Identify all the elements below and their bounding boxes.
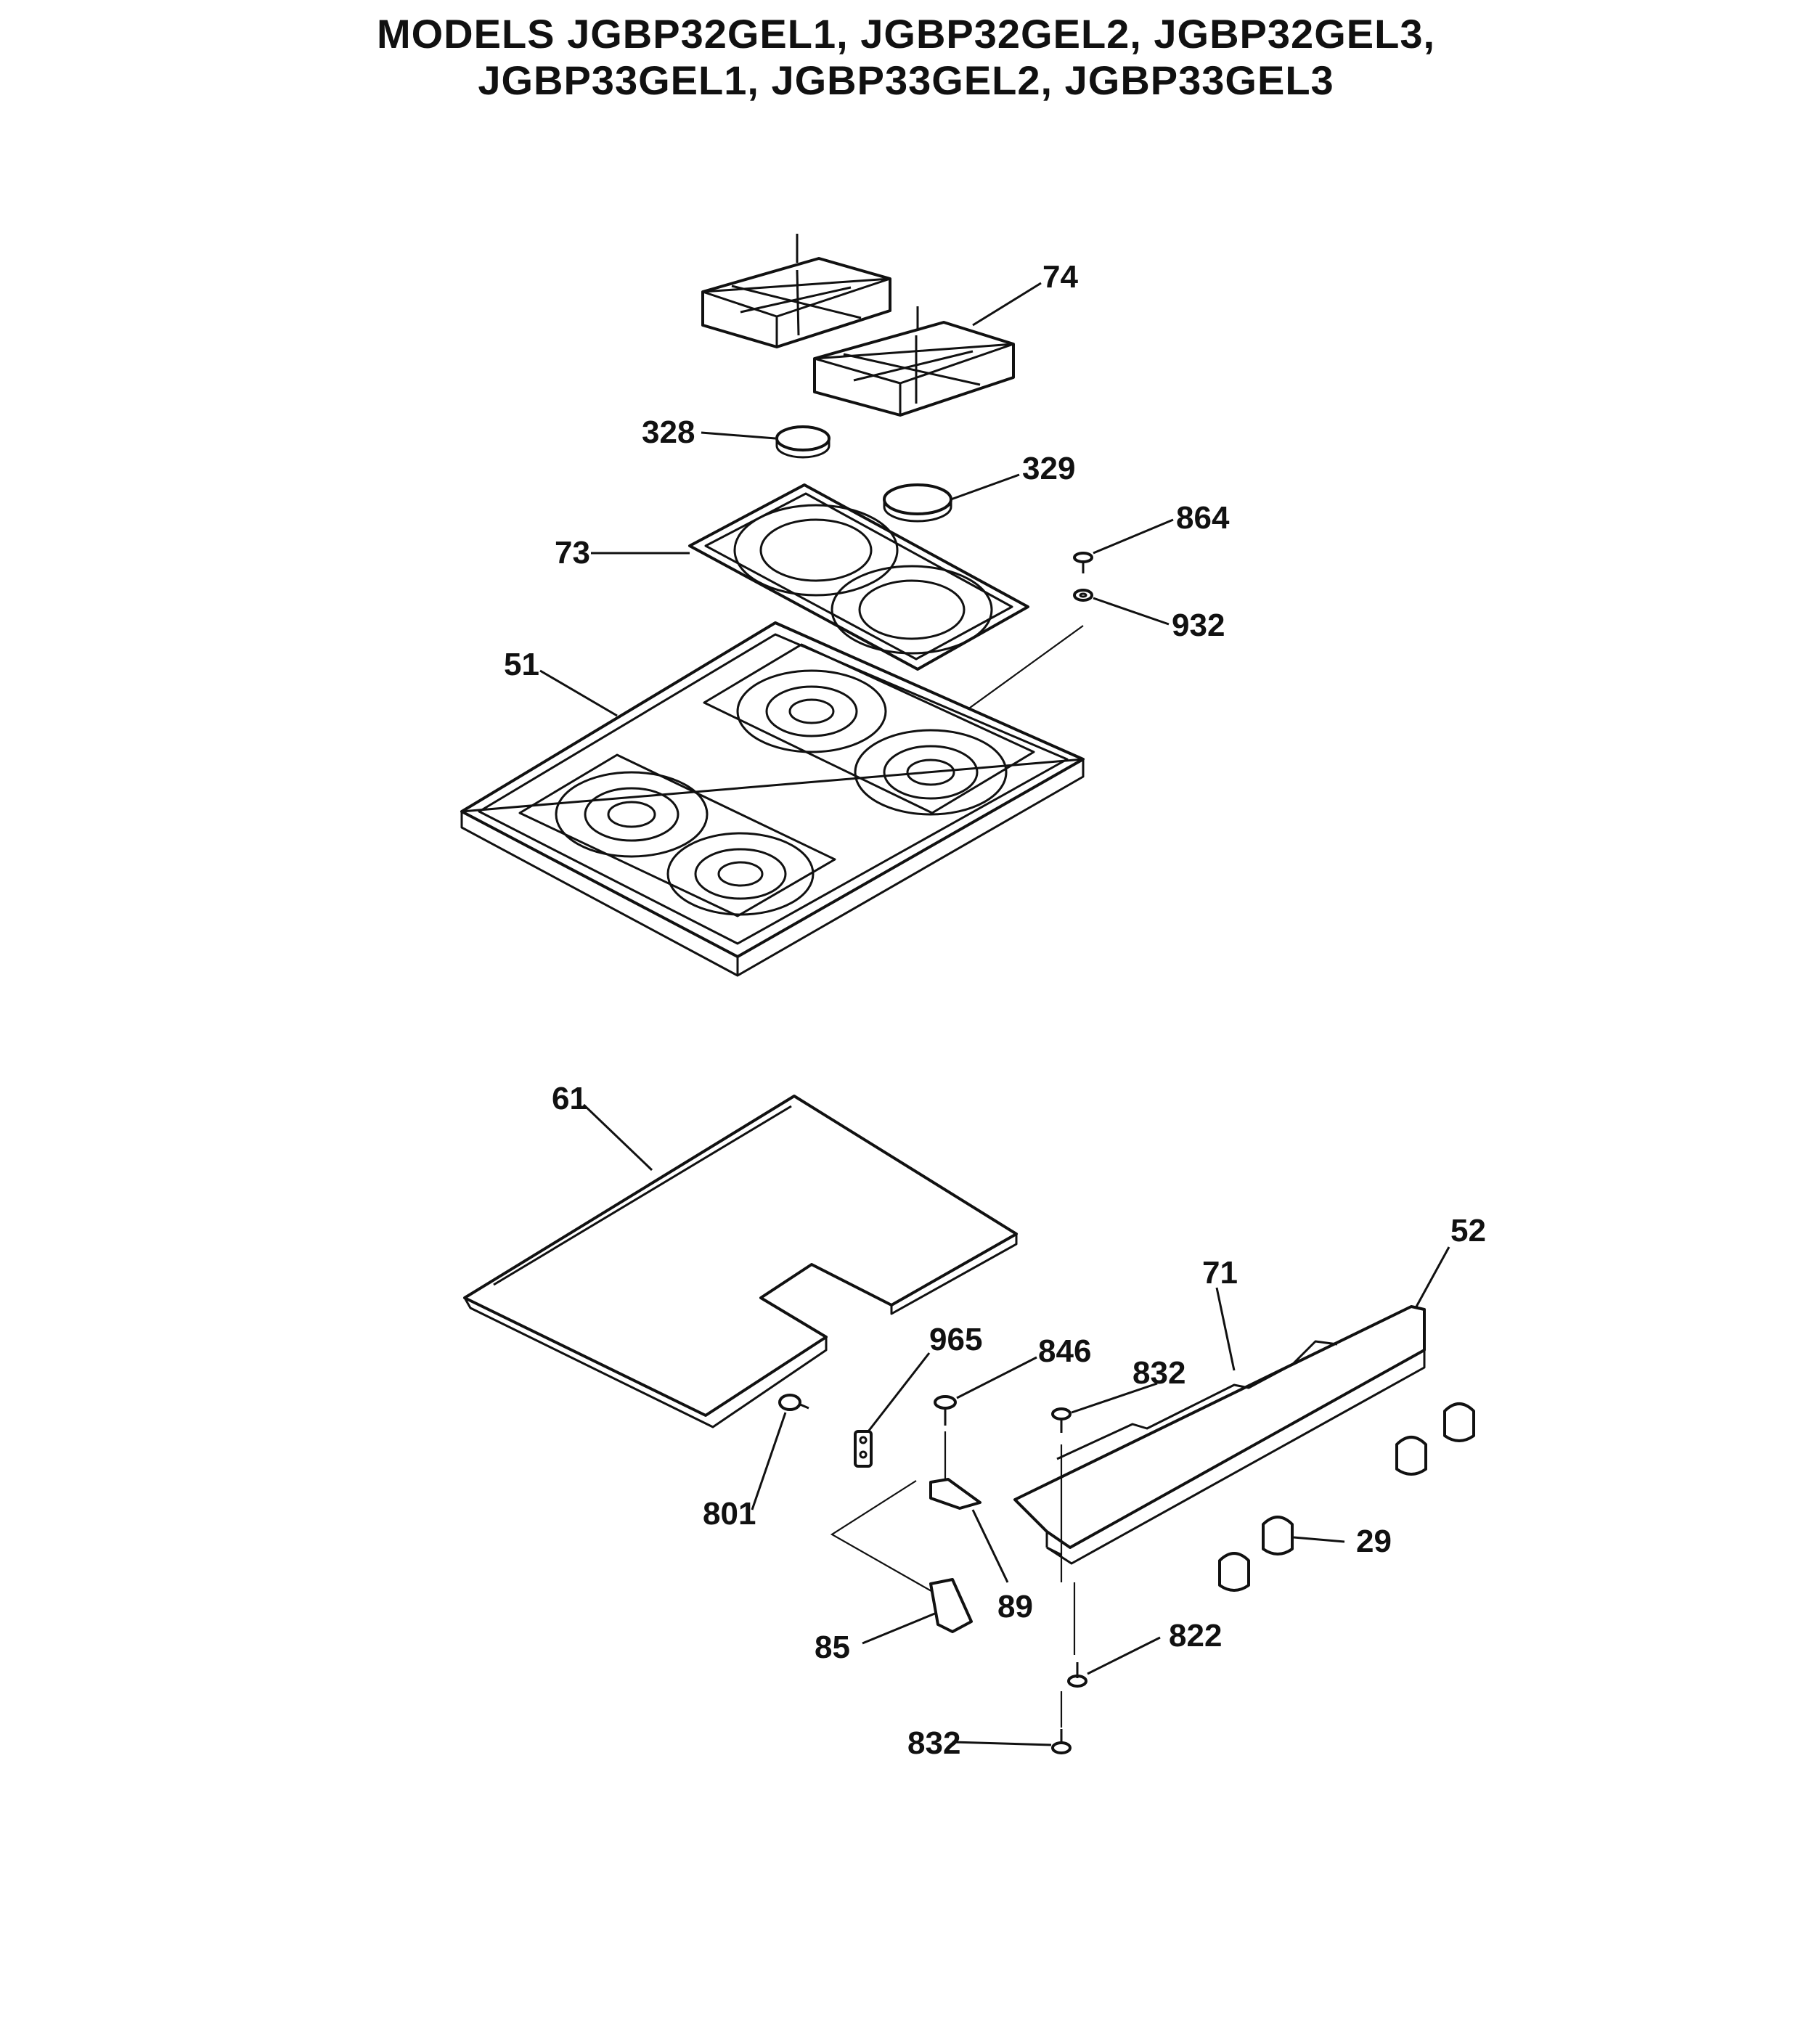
burner-cap-part-329 [883, 483, 952, 523]
screw-part-822 [1067, 1662, 1087, 1688]
burner-cap-part-328 [775, 425, 830, 459]
cooktop-part-51 [460, 621, 1085, 977]
screw-part-832-upper [1051, 1407, 1072, 1433]
leader-lines [539, 282, 1450, 1746]
grate-part-74-left [701, 234, 891, 348]
callout-832-upper: 832 [1132, 1355, 1185, 1391]
callout-51: 51 [504, 647, 539, 682]
screw-part-864 [1073, 552, 1093, 573]
callout-822: 822 [1169, 1618, 1222, 1653]
diagram-title-line-1: MODELS JGBP32GEL1, JGBP32GEL2, JGBP32GEL… [376, 11, 1436, 57]
burner-pan-part-73 [688, 483, 1029, 671]
bracket-part-89 [929, 1478, 982, 1510]
callout-73: 73 [555, 535, 590, 571]
burner-box-part-61 [463, 1095, 1018, 1428]
callout-85: 85 [815, 1630, 850, 1665]
callout-29: 29 [1356, 1524, 1392, 1559]
callout-329: 329 [1022, 451, 1075, 486]
screw-part-832-lower [1051, 1729, 1072, 1754]
callout-832-lower: 832 [907, 1725, 960, 1761]
callout-932: 932 [1172, 608, 1225, 643]
manifold-bracket-part-71 [1056, 1340, 1338, 1460]
knob-part-29-c [1395, 1436, 1427, 1476]
manifold-panel-part-52 [1013, 1305, 1426, 1565]
callout-328: 328 [642, 414, 695, 450]
diagram-title-line-2: JGBP33GEL1, JGBP33GEL2, JGBP33GEL3 [478, 57, 1334, 103]
callout-846: 846 [1038, 1333, 1091, 1369]
callout-89: 89 [997, 1589, 1033, 1624]
callout-74: 74 [1042, 259, 1078, 295]
callout-864: 864 [1176, 500, 1230, 536]
grate-part-74-right [813, 306, 1015, 417]
callout-52: 52 [1450, 1213, 1486, 1248]
callout-71: 71 [1202, 1255, 1238, 1291]
callout-965: 965 [929, 1322, 982, 1357]
callout-801: 801 [703, 1496, 756, 1532]
knob-part-29-b [1262, 1516, 1294, 1556]
knob-part-29-d [1443, 1402, 1475, 1442]
screw-part-846 [934, 1395, 957, 1426]
callout-61: 61 [552, 1081, 587, 1116]
washer-part-932 [1073, 589, 1093, 602]
bracket-part-965 [854, 1430, 873, 1468]
orifice-part-801 [778, 1394, 809, 1411]
part-85 [929, 1578, 973, 1633]
knob-part-29-a [1218, 1552, 1250, 1592]
